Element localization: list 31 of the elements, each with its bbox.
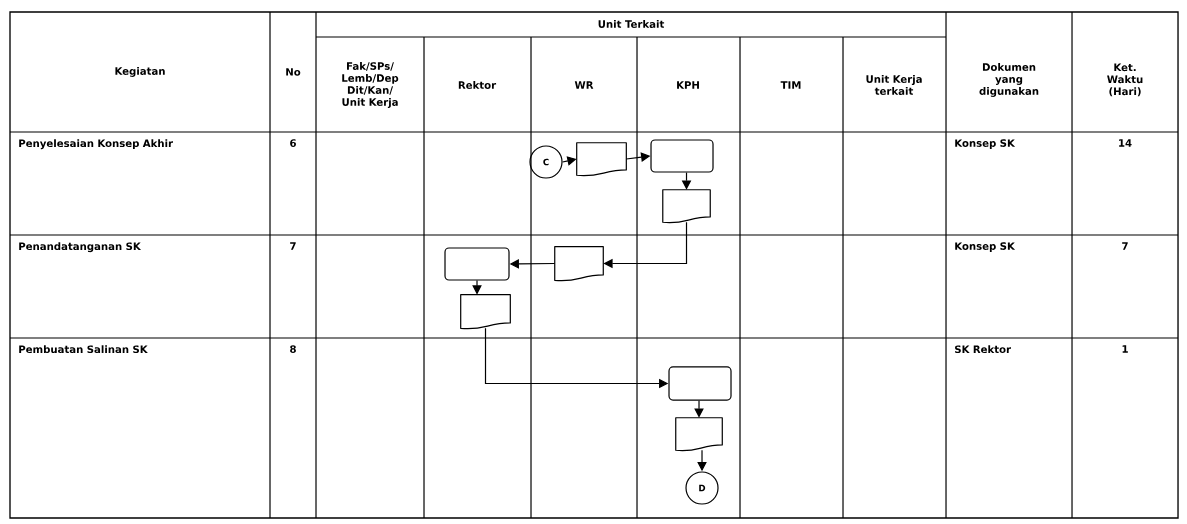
process-box [444,247,510,281]
column-header: Unit Kerja terkait [866,75,922,95]
column-header: No [286,68,301,76]
activity-text: Penandatanganan SK [19,242,142,253]
step-number: 6 [290,139,296,147]
document-text: Konsep SK [955,242,1016,252]
document-shape [460,294,511,330]
column-header: Ket. Waktu (Hari) [1107,63,1143,97]
activity-text: Penyelesaian Konsep Akhir [19,139,173,150]
column-header: Unit Terkait [598,20,665,28]
document-shape [554,246,604,282]
column-header: WR [574,81,594,89]
column-header: Fak/SPs/ Lemb/Dep Dit/Kan/ Unit Kerja [342,62,399,108]
document-text: Konsep SK [955,139,1016,149]
step-number: 8 [290,345,296,353]
document-shape [576,142,627,177]
step-number: 7 [290,242,296,250]
process-box [650,139,714,173]
duration-text: 14 [1119,139,1132,147]
document-shape [662,189,711,224]
column-header: KPH [677,81,699,89]
column-header: Dokumen yang digunakan [979,63,1039,97]
document-text: SK Rektor [955,345,1011,354]
process-box [668,366,732,401]
column-header: Kegiatan [115,67,165,77]
column-header: TIM [780,81,801,89]
duration-text: 1 [1122,345,1128,353]
activity-text: Pembuatan Salinan SK [19,345,148,354]
duration-text: 7 [1122,242,1128,250]
document-shape [675,417,723,452]
column-header: Rektor [458,81,497,89]
